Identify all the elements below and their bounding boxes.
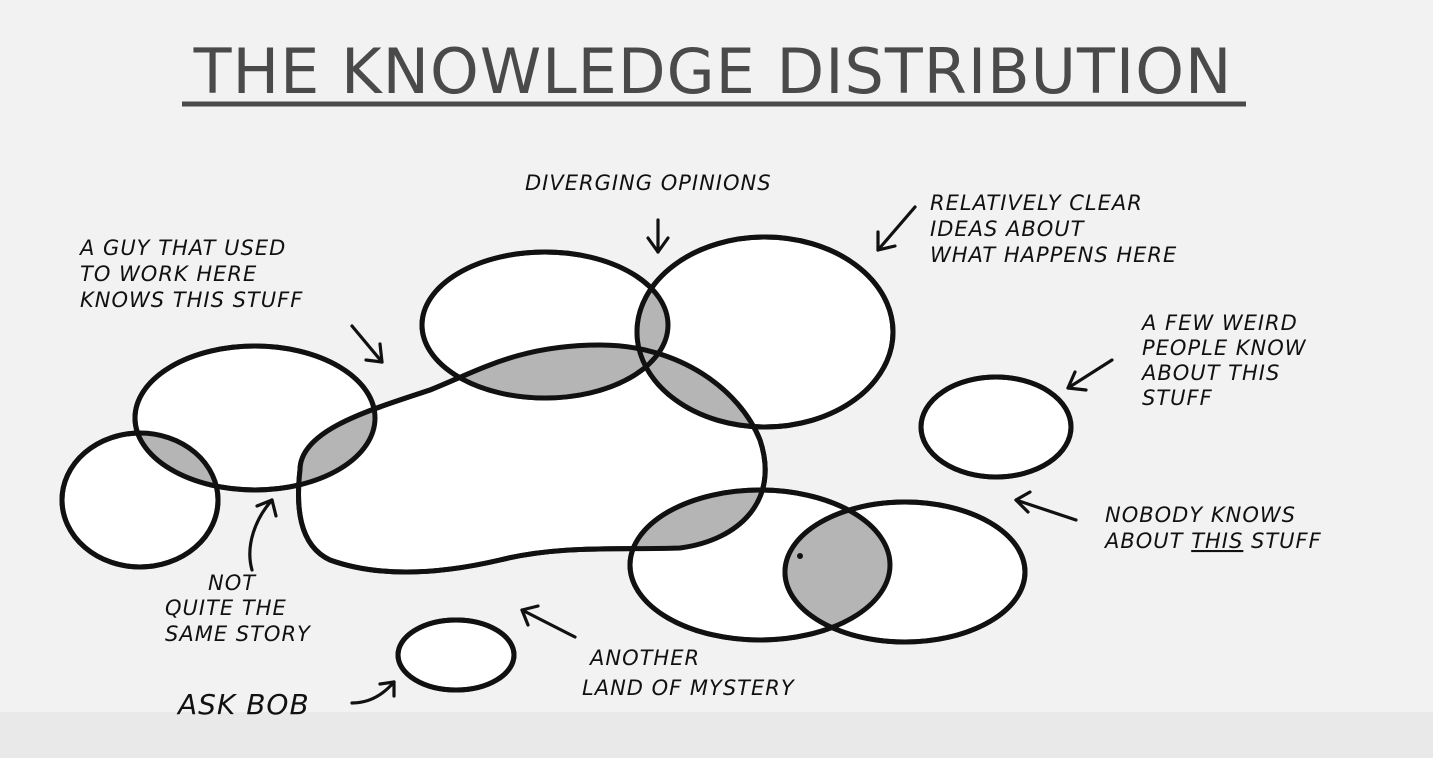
arrow-guy [350,324,384,364]
label-nobody: NOBODY KNOWS ABOUT THIS STUFF [1103,503,1322,553]
arrow-weird [1066,358,1114,392]
overlap-left [135,433,218,490]
label-not-quite: NOT QUITE THE SAME STORY [165,571,312,646]
arrow-bob [350,680,396,705]
ink-dot [797,553,803,559]
arrow-another [520,604,577,639]
bottom-margin-band [0,712,1433,758]
diagram-title: THE KNOWLEDGE DISTRIBUTION [193,35,1233,108]
label-guy: A GUY THAT USED TO WORK HERE KNOWS THIS … [78,236,303,312]
label-nobody-emphasis: THIS [1191,529,1243,553]
label-clear: RELATIVELY CLEAR IDEAS ABOUT WHAT HAPPEN… [930,191,1177,267]
arrow-clear [876,205,917,252]
label-weird: A FEW WEIRD PEOPLE KNOW ABOUT THIS STUFF [1140,311,1314,410]
arrow-nobody [1014,490,1078,522]
arrow-diverging [646,218,670,254]
label-diverging: DIVERGING OPINIONS [525,171,772,195]
label-ask-bob: ASK BOB [176,688,310,721]
arrow-not-quite [248,498,278,572]
label-another: ANOTHER LAND OF MYSTERY [582,646,796,700]
